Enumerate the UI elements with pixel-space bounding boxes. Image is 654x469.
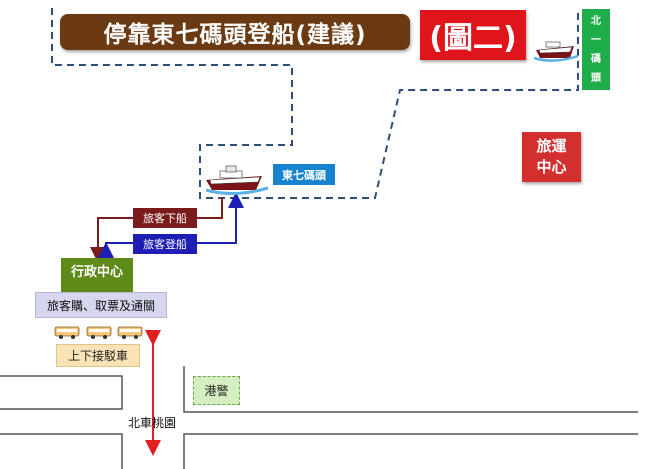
- bus-icon: [54, 326, 80, 339]
- harbor-police-label: 港警: [193, 376, 240, 405]
- embark-label: 旅客登船: [133, 234, 197, 254]
- ship-icon: [533, 41, 579, 62]
- travel-center-line: 旅運: [536, 137, 567, 155]
- north-pier-label: 北 一 碼 頭: [582, 9, 610, 90]
- admin-center-label: 行政中心: [61, 258, 133, 296]
- road-lines: [0, 366, 638, 469]
- passenger-services-label: 旅客購、取票及通關: [35, 292, 167, 318]
- disembark-label: 旅客下船: [133, 208, 197, 228]
- road-direction-label: 北車桃園: [128, 416, 177, 430]
- bus-icon: [86, 326, 112, 339]
- shuttle-label: 上下接駁車: [56, 344, 140, 367]
- figure-label: (圖二): [420, 10, 526, 60]
- north-pier-char: 北: [591, 15, 601, 27]
- north-pier-char: 碼: [591, 53, 601, 65]
- travel-center-line: 中心: [536, 158, 567, 176]
- east7-pier-label: 東七碼頭: [273, 164, 335, 185]
- north-pier-char: 一: [591, 34, 601, 46]
- ship-icon: [205, 165, 269, 195]
- north-pier-char: 頭: [591, 72, 601, 84]
- page-title: 停靠東七碼頭登船(建議): [60, 14, 410, 50]
- dock-outline: [51, 8, 579, 199]
- travel-center-label: 旅運 中心: [522, 132, 581, 182]
- bus-icon: [117, 326, 143, 339]
